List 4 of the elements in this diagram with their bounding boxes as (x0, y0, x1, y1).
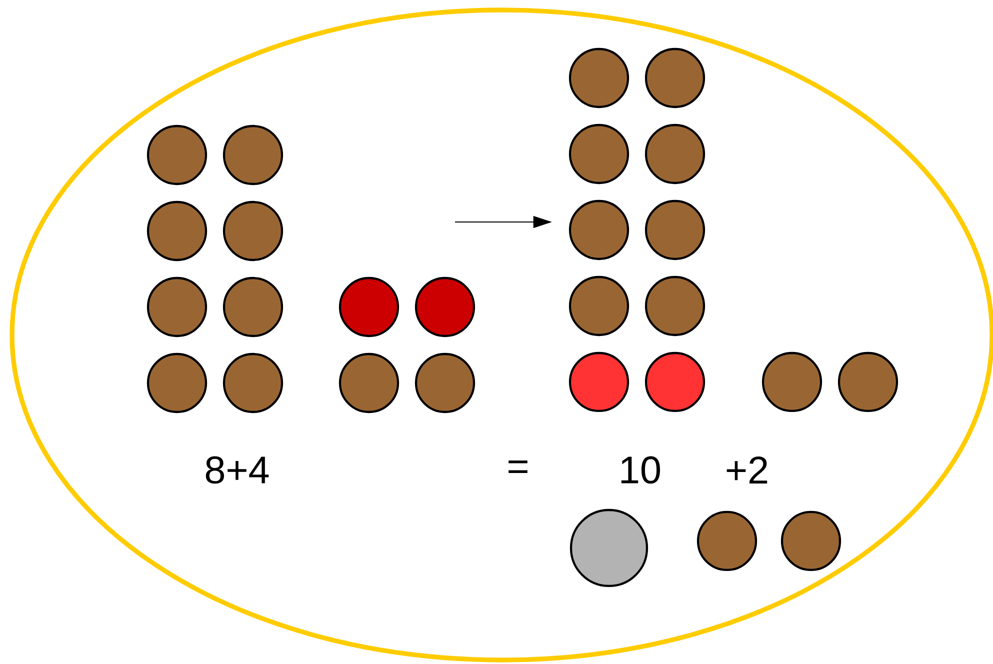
math-label: 8+4 (206, 456, 269, 484)
math-label: = (508, 460, 528, 473)
math-label: 10 (621, 456, 660, 484)
math-label: +2 (726, 456, 768, 484)
